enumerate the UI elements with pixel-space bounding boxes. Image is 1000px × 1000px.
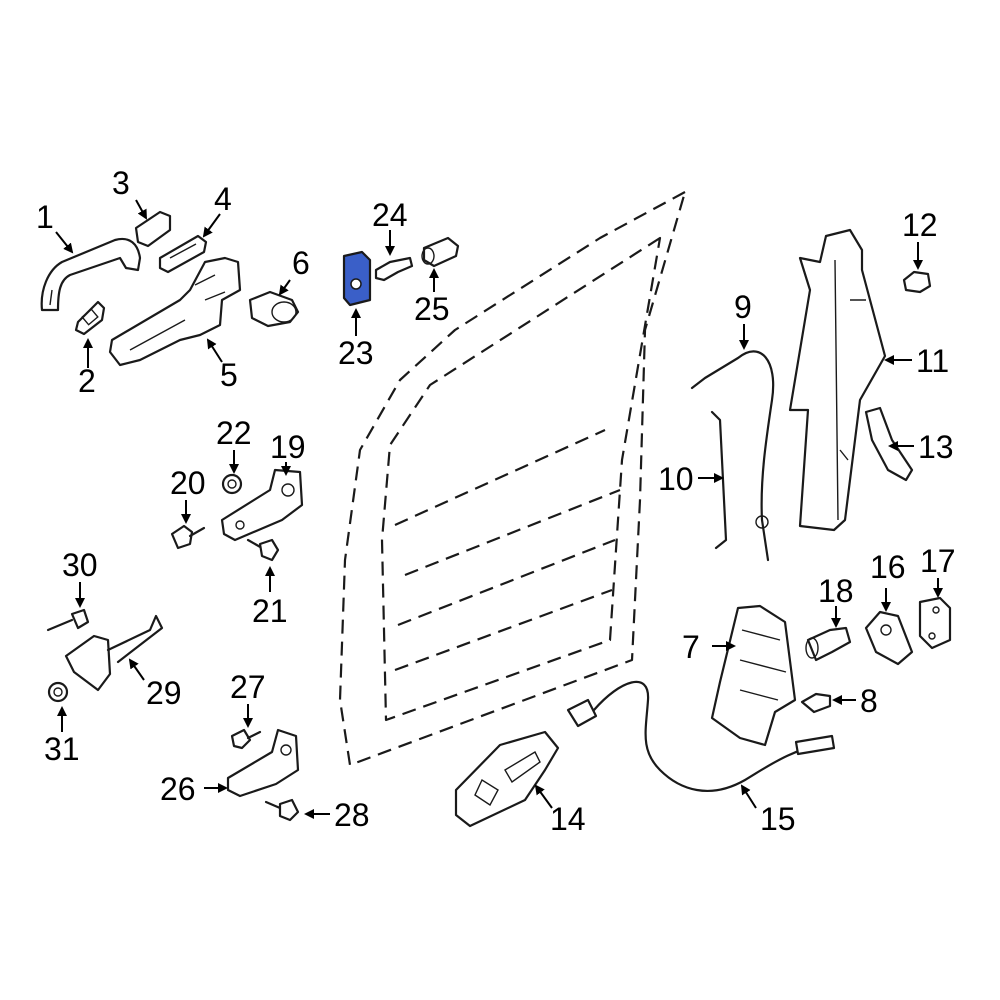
hinge-nut-upper xyxy=(221,473,243,495)
callout-27: 27 xyxy=(230,669,266,705)
callout-30: 30 xyxy=(62,547,98,583)
bushing xyxy=(421,236,460,268)
handle-gasket xyxy=(74,300,106,336)
callout-16: 16 xyxy=(870,549,906,585)
callout-20: 20 xyxy=(170,465,206,501)
callout-7: 7 xyxy=(682,629,700,665)
callout-21: 21 xyxy=(252,593,288,629)
callout-22: 22 xyxy=(216,415,252,451)
check-nut xyxy=(47,681,69,703)
hinge-bolt-28 xyxy=(264,798,300,822)
callout-17: 17 xyxy=(920,543,956,579)
callout-2: 2 xyxy=(78,363,96,399)
hinge-bolt-21 xyxy=(246,538,280,562)
upper-hinge xyxy=(220,468,304,542)
striker-bolt xyxy=(805,626,852,662)
callout-3: 3 xyxy=(112,165,130,201)
callout-12: 12 xyxy=(902,207,938,243)
callout-5: 5 xyxy=(220,357,238,393)
callout-6: 6 xyxy=(292,245,310,281)
latch-screw xyxy=(800,692,832,714)
callout-18: 18 xyxy=(818,573,854,609)
callout-26: 26 xyxy=(160,771,196,807)
interior-door-handle xyxy=(454,730,560,828)
striker-plate xyxy=(918,596,952,650)
callout-10: 10 xyxy=(658,461,694,497)
callout-14: 14 xyxy=(550,801,586,837)
callout-31: 31 xyxy=(44,731,80,767)
callouts: 1 2 3 4 5 6 7 8 9 10 11 12 13 14 15 16 1 xyxy=(36,165,956,837)
door-latch xyxy=(710,604,797,747)
shim-highlighted xyxy=(342,250,372,307)
callout-24: 24 xyxy=(372,197,408,233)
callout-9: 9 xyxy=(734,289,752,325)
regulator-bracket xyxy=(864,406,914,482)
latch-cable xyxy=(566,680,836,792)
callout-13: 13 xyxy=(918,429,954,465)
door-outline xyxy=(338,190,687,767)
lock-cylinder xyxy=(248,290,300,328)
exterior-door-handle xyxy=(40,237,142,312)
callout-28: 28 xyxy=(334,797,370,833)
callout-29: 29 xyxy=(146,675,182,711)
lower-hinge xyxy=(226,728,300,798)
pin xyxy=(374,256,414,282)
retainer-clip xyxy=(902,270,932,294)
callout-25: 25 xyxy=(414,291,450,327)
cap-gasket xyxy=(158,234,208,274)
check-bolt xyxy=(46,608,90,632)
lock-rod xyxy=(710,410,728,550)
callout-4: 4 xyxy=(214,181,232,217)
hinge-bolt-20 xyxy=(170,524,206,550)
striker xyxy=(864,610,914,666)
handle-cap xyxy=(134,210,172,248)
handle-bracket xyxy=(108,256,242,367)
callout-23: 23 xyxy=(338,335,374,371)
door-check xyxy=(64,614,164,692)
callout-8: 8 xyxy=(860,683,878,719)
hinge-bolt-27 xyxy=(230,728,262,750)
callout-1: 1 xyxy=(36,199,54,235)
window-regulator xyxy=(788,228,887,532)
callout-11: 11 xyxy=(916,343,949,379)
callout-15: 15 xyxy=(760,801,796,837)
lock-cable xyxy=(690,350,775,562)
callout-19: 19 xyxy=(270,429,306,465)
